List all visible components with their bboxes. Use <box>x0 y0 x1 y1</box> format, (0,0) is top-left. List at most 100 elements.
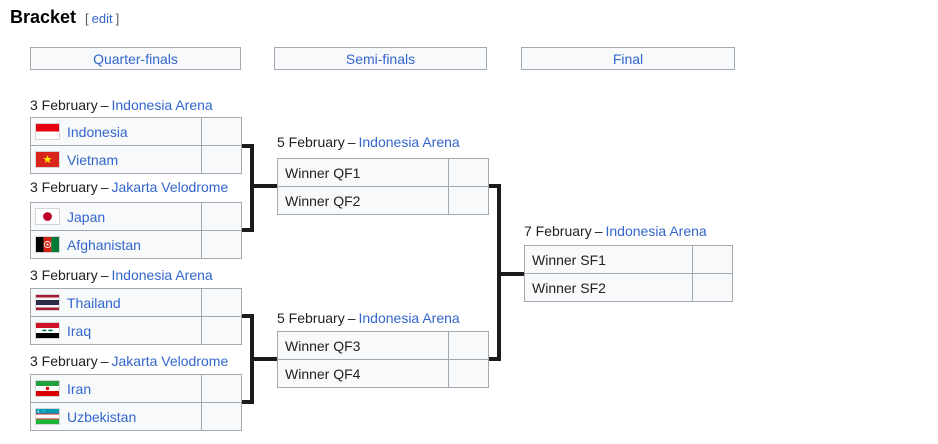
team-link[interactable]: Iraq <box>67 322 92 339</box>
date-separator: – <box>347 134 356 150</box>
iraq-flag-icon <box>36 323 59 338</box>
score-cell <box>448 159 488 186</box>
team-cell: Vietnam <box>31 146 201 173</box>
team-row: Winner QF2 <box>278 186 488 214</box>
team-link[interactable]: Thailand <box>67 294 121 311</box>
team-link[interactable]: Indonesia <box>67 123 128 140</box>
team-row: Japan <box>31 203 241 230</box>
edit-bracket-open: [ <box>85 11 89 26</box>
team-placeholder: Winner QF3 <box>285 337 361 354</box>
bracket-connector <box>242 400 254 404</box>
score-cell <box>448 332 488 359</box>
edit-link[interactable]: edit <box>91 11 113 26</box>
score-cell <box>201 289 241 316</box>
team-link[interactable]: Iran <box>67 380 92 397</box>
score-cell <box>201 403 241 430</box>
section-heading: Bracket [edit] <box>10 7 119 28</box>
round-header-quarterfinals: Quarter-finals <box>30 47 241 70</box>
bracket-connector <box>250 314 254 404</box>
vietnam-flag-icon <box>36 152 59 167</box>
uzbekistan-flag-icon <box>36 409 59 424</box>
team-placeholder: Winner QF2 <box>285 192 361 209</box>
date-separator: – <box>347 310 356 326</box>
bracket-connector <box>242 144 254 148</box>
team-row: Iraq <box>31 316 241 344</box>
team-link[interactable]: Afghanistan <box>67 236 141 253</box>
team-cell: Winner QF4 <box>278 360 448 387</box>
match-date-sf2: 5 February–Indonesia Arena <box>277 310 460 327</box>
edit-section: [edit] <box>85 11 119 26</box>
match-table-sf2: Winner QF3 Winner QF4 <box>277 331 489 388</box>
team-placeholder: Winner SF2 <box>532 279 606 296</box>
team-cell: Japan <box>31 203 201 230</box>
afghanistan-flag-icon <box>36 237 59 252</box>
venue-link[interactable]: Indonesia Arena <box>605 223 707 239</box>
date-separator: – <box>100 353 109 369</box>
team-cell: Indonesia <box>31 118 201 145</box>
team-row: Winner SF1 <box>525 246 732 273</box>
match-date-qf4: 3 February–Jakarta Velodrome <box>30 353 228 370</box>
score-cell <box>692 246 732 273</box>
venue-link[interactable]: Indonesia Arena <box>358 134 460 150</box>
bracket-connector <box>254 184 277 188</box>
team-link[interactable]: Vietnam <box>67 151 119 168</box>
date-separator: – <box>100 267 109 283</box>
team-cell: Winner SF1 <box>525 246 692 273</box>
team-row: Winner QF1 <box>278 159 488 186</box>
date-separator: – <box>100 97 109 113</box>
match-table-qf2: Japan Afghanistan <box>30 202 242 259</box>
venue-link[interactable]: Indonesia Arena <box>358 310 460 326</box>
venue-link[interactable]: Indonesia Arena <box>111 267 213 283</box>
match-date-qf1: 3 February–Indonesia Arena <box>30 97 213 114</box>
match-table-final: Winner SF1 Winner SF2 <box>524 245 733 302</box>
date-text: 5 February <box>277 134 345 150</box>
date-text: 5 February <box>277 310 345 326</box>
team-row: Winner QF4 <box>278 359 488 387</box>
match-table-qf1: Indonesia Vietnam <box>30 117 242 174</box>
bracket-connector <box>497 184 501 361</box>
bracket-connector <box>489 357 501 361</box>
thailand-flag-icon <box>36 295 59 310</box>
team-row: Thailand <box>31 289 241 316</box>
team-cell: Winner SF2 <box>525 274 692 301</box>
team-cell: Iraq <box>31 317 201 344</box>
venue-link[interactable]: Jakarta Velodrome <box>111 179 229 195</box>
match-date-qf3: 3 February–Indonesia Arena <box>30 267 213 284</box>
indonesia-flag-icon <box>36 124 59 139</box>
score-cell <box>201 375 241 402</box>
venue-link[interactable]: Indonesia Arena <box>111 97 213 113</box>
team-cell: Winner QF2 <box>278 187 448 214</box>
date-separator: – <box>594 223 603 239</box>
team-row: Vietnam <box>31 145 241 173</box>
match-table-qf3: Thailand Iraq <box>30 288 242 345</box>
team-cell: Afghanistan <box>31 231 201 258</box>
bracket-connector <box>242 314 254 318</box>
team-link[interactable]: Japan <box>67 208 106 225</box>
date-text: 7 February <box>524 223 592 239</box>
score-cell <box>448 360 488 387</box>
team-placeholder: Winner QF4 <box>285 365 361 382</box>
round-header-final: Final <box>521 47 735 70</box>
match-date-sf1: 5 February–Indonesia Arena <box>277 134 460 151</box>
team-row: Uzbekistan <box>31 402 241 430</box>
score-cell <box>201 317 241 344</box>
score-cell <box>201 231 241 258</box>
team-link[interactable]: Uzbekistan <box>67 408 137 425</box>
date-separator: – <box>100 179 109 195</box>
score-cell <box>201 203 241 230</box>
date-text: 3 February <box>30 267 98 283</box>
match-table-qf4: Iran Uzbekistan <box>30 374 242 431</box>
bracket-connector <box>489 184 501 188</box>
bracket-connector <box>250 144 254 232</box>
date-text: 3 February <box>30 353 98 369</box>
edit-bracket-close: ] <box>115 11 120 26</box>
team-row: Winner QF3 <box>278 332 488 359</box>
score-cell <box>448 187 488 214</box>
team-cell: Winner QF1 <box>278 159 448 186</box>
team-row: Iran <box>31 375 241 402</box>
venue-link[interactable]: Jakarta Velodrome <box>111 353 229 369</box>
bracket-connector <box>242 228 254 232</box>
score-cell <box>201 146 241 173</box>
team-placeholder: Winner SF1 <box>532 251 606 268</box>
